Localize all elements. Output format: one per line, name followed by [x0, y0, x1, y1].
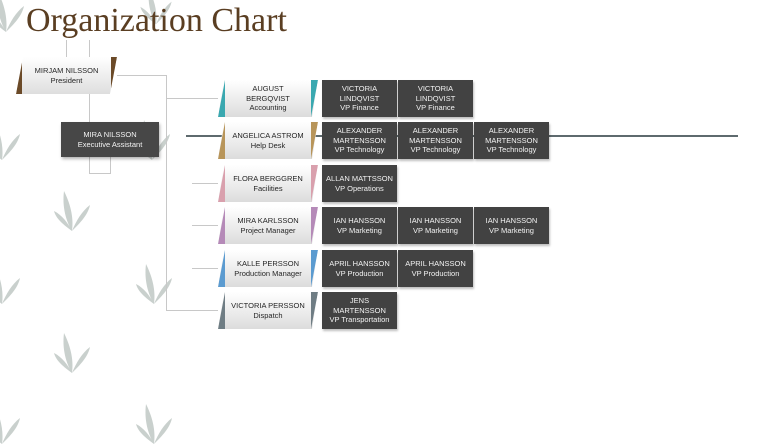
accent-stripe	[218, 250, 225, 287]
accent-stripe	[311, 80, 318, 117]
manager-name: KALLE PERSSON	[236, 259, 300, 268]
leaf-decoration	[0, 418, 20, 444]
vp-role: VP Production	[335, 268, 384, 278]
manager-role: Dispatch	[253, 310, 283, 320]
manager-name: VICTORIA PERSSON	[231, 301, 305, 310]
leaf-decoration	[136, 404, 172, 444]
connector-line	[192, 268, 218, 269]
vp-role: VP Marketing	[337, 225, 382, 235]
manager-role: Facilities	[253, 183, 283, 193]
vp-role: VP Marketing	[413, 225, 458, 235]
vp-role: VP Marketing	[489, 225, 534, 235]
accent-stripe	[311, 292, 318, 329]
vp-name: ALEXANDER MARTENSSON	[333, 126, 386, 145]
leaf-decoration	[54, 191, 90, 231]
assistant-name: MIRA NILSSON	[83, 130, 137, 139]
manager-name: MIRA KARLSSON	[237, 216, 299, 225]
vp-name: IAN HANSSON	[409, 216, 462, 225]
connector-line	[166, 310, 218, 311]
accent-stripe	[311, 207, 318, 244]
manager-role: Project Manager	[240, 225, 296, 235]
connector-line	[192, 183, 218, 184]
leaf-decoration	[54, 333, 90, 373]
vp-name: ALEXANDER MARTENSSON	[409, 126, 462, 145]
accent-stripe	[218, 122, 225, 159]
leaf-decoration	[0, 134, 20, 160]
assistant-box[interactable]: MIRA NILSSON Executive Assistant	[61, 122, 159, 157]
accent-stripe	[311, 122, 318, 159]
vp-name: JENS MARTENSSON	[333, 296, 386, 315]
leaf-decoration	[136, 264, 172, 304]
accent-stripe	[311, 165, 318, 202]
president-role: President	[50, 75, 83, 85]
vp-name: VICTORIA LINDQVIST	[415, 84, 456, 103]
vp-name: APRIL HANSSON	[405, 259, 466, 268]
manager-role: Production Manager	[234, 268, 302, 278]
leaf-decoration	[0, 0, 24, 32]
manager-name: AUGUST BERGQVIST	[246, 84, 290, 103]
leaf-decoration	[0, 278, 20, 304]
vp-role: VP Production	[411, 268, 460, 278]
assistant-role: Executive Assistant	[77, 139, 143, 149]
accent-stripe	[311, 250, 318, 287]
vp-role: VP Transportation	[329, 315, 390, 325]
accent-stripe	[218, 165, 225, 202]
vp-role: VP Finance	[340, 103, 379, 113]
accent-stripe	[218, 207, 225, 244]
vp-role: VP Finance	[416, 103, 455, 113]
vp-name: IAN HANSSON	[485, 216, 538, 225]
vp-role: VP Operations	[335, 183, 384, 193]
connector-line	[192, 225, 218, 226]
vp-name: ALEXANDER MARTENSSON	[485, 126, 538, 145]
connector-line	[66, 40, 67, 58]
connector-line	[117, 75, 167, 76]
connector-line	[89, 40, 90, 174]
leaf-decoration	[140, 0, 172, 25]
vp-role: VP Technology	[334, 145, 385, 155]
president-name: MIRJAM NILSSON	[34, 66, 99, 75]
page-title: Organization Chart	[26, 2, 287, 39]
vp-name: VICTORIA LINDQVIST	[339, 84, 380, 103]
connector-line	[166, 98, 218, 99]
connector-line	[110, 157, 111, 174]
vp-name: ALLAN MATTSSON	[326, 174, 393, 183]
accent-stripe	[218, 80, 225, 117]
president-box[interactable]: MIRJAM NILSSON President	[16, 57, 117, 94]
manager-role: Accounting	[249, 103, 287, 113]
manager-box[interactable]: ANGELICA ASTROM Help Desk	[218, 122, 318, 159]
vp-name: APRIL HANSSON	[329, 259, 390, 268]
vp-role: VP Technology	[486, 145, 537, 155]
vp-role: VP Technology	[410, 145, 461, 155]
vp-name: IAN HANSSON	[333, 216, 386, 225]
connector-line	[89, 173, 111, 174]
manager-name: ANGELICA ASTROM Help Desk	[232, 131, 304, 150]
manager-name: FLORA BERGGREN	[233, 174, 303, 183]
accent-stripe	[218, 292, 225, 329]
connector-line	[166, 75, 167, 311]
